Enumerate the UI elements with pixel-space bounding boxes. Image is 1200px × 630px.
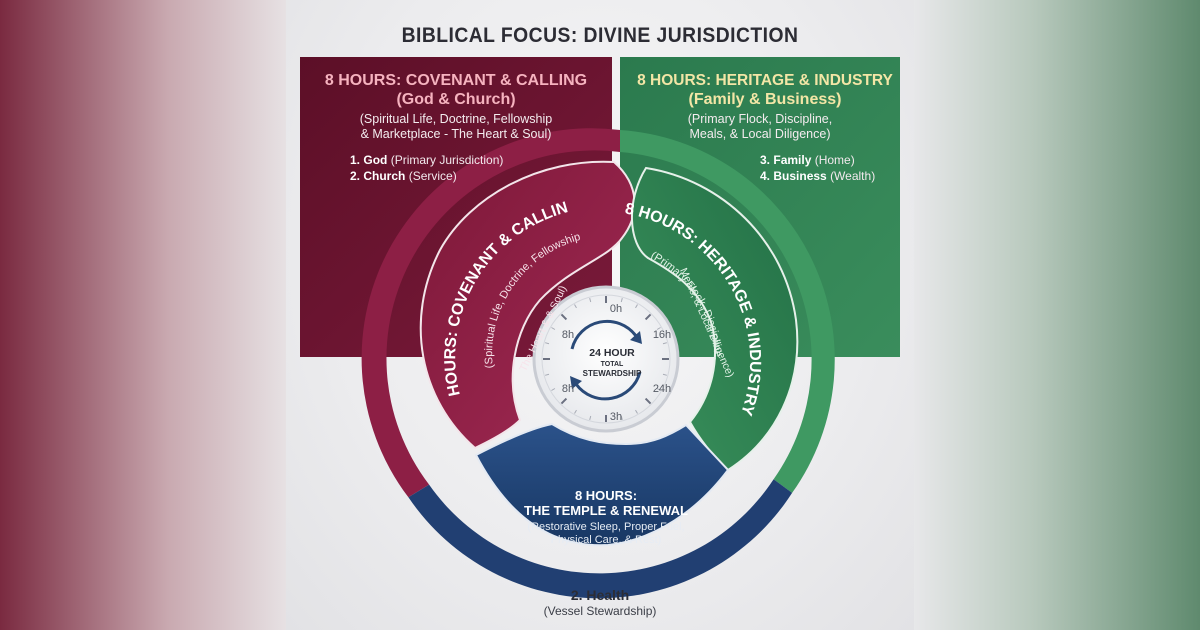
outer-ring-crimson: [361, 128, 620, 498]
clock-tick: [644, 397, 652, 405]
heritage-box-subtitle: (Family & Business): [688, 91, 842, 108]
segment-heritage: [630, 166, 799, 472]
covenant-box-desc-2: & Marketplace - The Heart & Soul): [360, 127, 552, 141]
clock-tick: [560, 397, 568, 405]
clock-face: [532, 285, 680, 433]
clock-tick: [635, 409, 638, 414]
heritage-item-family: 3. Family (Home): [760, 153, 855, 167]
covenant-box-title: 8 HOURS: COVENANT & CALLING: [324, 72, 588, 89]
clock-tick: [589, 415, 592, 420]
clock-center-line1: 24 HOUR: [589, 347, 635, 359]
clock-tick: [662, 342, 667, 345]
clock-inner-ring: [541, 294, 671, 424]
outer-ring-green: [620, 130, 835, 493]
cycle-arrow-bottom: [574, 371, 642, 401]
covenant-box-subtitle: (God & Church): [396, 91, 516, 108]
health-label: 2. Health: [570, 587, 630, 603]
heritage-item-business: 4. Business (Wealth): [760, 169, 876, 183]
clock-tick: [574, 304, 577, 309]
clock-tick: [551, 327, 556, 330]
clock-tick: [574, 409, 577, 414]
item-name-church: Church: [363, 169, 406, 183]
heritage-box-desc-2: Meals, & Local Diligence): [689, 127, 831, 141]
cycle-arrow-top: [570, 319, 638, 350]
heritage-box-title: 8 HOURS: HERITAGE & INDUSTRY: [637, 72, 893, 89]
segment-temple-title-2: THE TEMPLE & RENEWAL: [524, 503, 688, 518]
cycle-arrowhead-bottom: [570, 376, 582, 389]
item-name-business: Business: [773, 169, 827, 183]
segment-temple-desc-1: (Restorative Sleep, Proper Fuel,: [527, 521, 685, 533]
clock-tick: [551, 388, 556, 391]
outer-ring-navy: [408, 479, 793, 599]
covenant-box-desc-1: (Spiritual Life, Doctrine, Fellowship: [359, 112, 553, 126]
segment-temple-desc-2: Physical Care, & Rest): [550, 534, 662, 546]
clock-tick: [545, 342, 550, 345]
cycle-arrowhead-top: [630, 331, 642, 344]
covenant-item-god: 1. God (Primary Jurisdiction): [350, 153, 504, 167]
clock-label-lower-right: 24h: [653, 383, 671, 395]
clock-tick: [662, 373, 667, 376]
clock-tick: [545, 373, 550, 376]
clock-tick: [656, 388, 661, 391]
heritage-box-desc-1: (Primary Flock, Discipline,: [687, 112, 833, 126]
clock-tick: [589, 298, 592, 303]
clock-label-upper-left: 8h: [562, 329, 574, 341]
item-name-god: God: [363, 153, 388, 167]
clock-center-line3: STEWARDSHIP: [583, 369, 642, 378]
clock-tick: [644, 313, 652, 321]
clock-tick: [620, 415, 623, 420]
clock-tick: [620, 298, 623, 303]
clock-ticks: [543, 296, 669, 422]
segment-covenant: [419, 160, 636, 450]
page-title: BIBLICAL FOCUS: DIVINE JURISDICTION: [401, 24, 799, 47]
item-name-family: Family: [773, 153, 812, 167]
clock-tick: [635, 304, 638, 309]
clock-tick: [560, 313, 568, 321]
clock-label-upper-right: 16h: [653, 329, 671, 341]
covenant-item-church: 2. Church (Service): [350, 169, 457, 183]
segment-temple-title-1: 8 HOURS:: [574, 488, 638, 503]
clock-center-line2: TOTAL: [601, 361, 624, 368]
clock-label-lower-left: 8h: [562, 383, 574, 395]
clock-tick: [656, 327, 661, 330]
health-sublabel: (Vessel Stewardship): [543, 604, 657, 618]
clock-label-top: 0h: [610, 303, 622, 315]
clock-label-bottom: 3h: [610, 411, 622, 423]
segment-temple: [474, 422, 730, 547]
